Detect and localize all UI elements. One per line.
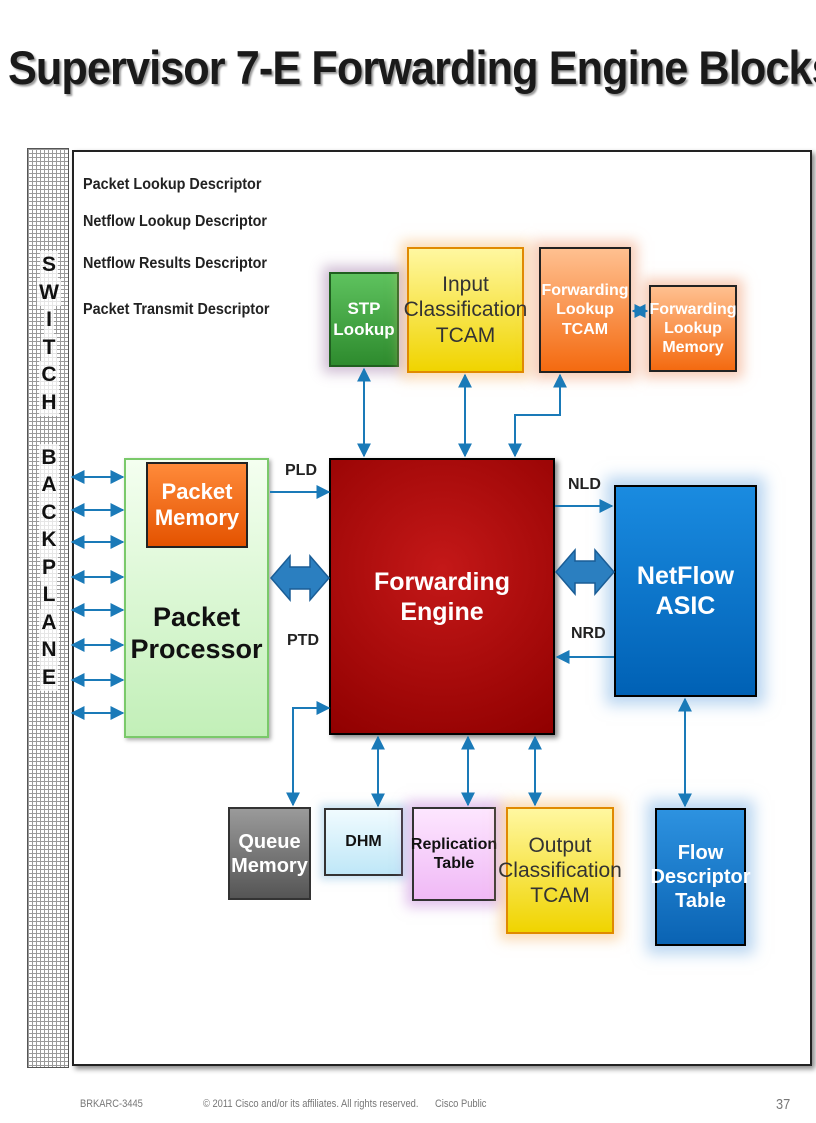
block-label-line: Replication <box>410 835 498 853</box>
block-label-line: Processor <box>130 634 263 664</box>
legend-packet-transmit: Packet Transmit Descriptor <box>83 301 270 318</box>
block-label-line: Table <box>433 855 475 872</box>
block-label-line: Lookup <box>333 319 395 339</box>
pld-label: PLD <box>285 462 317 479</box>
block-label-line: NetFlow ASIC <box>636 562 735 620</box>
nld-label: NLD <box>568 476 601 493</box>
backplane-letter: I <box>44 306 54 334</box>
block-label-line: Queue <box>238 830 301 853</box>
block-label-line: Forwarding <box>541 282 629 300</box>
backplane-letter: A <box>39 471 59 499</box>
backplane-letter: H <box>39 388 59 416</box>
backplane-letter: L <box>40 581 58 609</box>
ptd-label: PTD <box>287 632 319 649</box>
netflow-asic-block: NetFlow ASIC <box>614 485 757 697</box>
fe-netflow-bus-arrow <box>555 547 615 597</box>
block-label-line: Memory <box>662 339 724 357</box>
block-label-line: Memory <box>231 854 308 877</box>
block-label-line: TCAM <box>561 320 609 338</box>
footer-copyright: © 2011 Cisco and/or its affiliates. All … <box>203 1098 419 1110</box>
block-label-line: Descriptor <box>650 866 751 888</box>
backplane-letter: S <box>39 251 58 279</box>
block-label-line: Classification <box>498 858 622 882</box>
dhm-block: DHM <box>324 808 403 876</box>
legend-netflow-lookup: Netflow Lookup Descriptor <box>83 213 268 230</box>
backplane-letter: T <box>40 333 58 361</box>
footer-classification: Cisco Public <box>435 1098 487 1110</box>
backplane-letter: C <box>39 498 59 526</box>
nrd-label: NRD <box>571 625 606 642</box>
backplane-letter: W <box>37 278 61 306</box>
block-label-line: Packet <box>161 478 233 504</box>
backplane-letter: P <box>39 553 58 581</box>
backplane-letter: N <box>39 636 59 664</box>
legend-netflow-results: Netflow Results Descriptor <box>83 255 268 272</box>
legend-packet-lookup: Packet Lookup Descriptor <box>83 176 262 193</box>
block-label-line: TCAM <box>435 323 496 347</box>
page-title: Supervisor 7-E Forwarding Engine Blocks <box>8 41 816 94</box>
block-label-line: DHM <box>345 833 382 851</box>
backplane-letter: E <box>39 663 58 691</box>
backplane-letter: B <box>39 443 59 471</box>
block-label-line: Table <box>675 890 726 912</box>
block-label-line: Input <box>442 273 489 297</box>
forwarding-engine-block: Forwarding Engine <box>329 458 555 735</box>
backplane-letter: C <box>39 361 59 389</box>
block-label-line: Classification <box>403 298 528 322</box>
footer-session-code: BRKARC-3445 <box>80 1098 143 1110</box>
block-label-line: Packet <box>152 601 241 632</box>
block-label-line: STP <box>347 299 381 319</box>
block-label-line: Forwarding <box>649 300 737 318</box>
block-label-line: Output <box>528 833 592 857</box>
block-label-line: Lookup <box>556 301 614 319</box>
backplane-letter: K <box>39 526 59 554</box>
page-number: 37 <box>776 1096 791 1113</box>
block-label-line: Lookup <box>664 319 722 337</box>
block-label-line: Memory <box>154 505 240 530</box>
block-label-line: Flow <box>677 842 724 864</box>
block-label-line: Forwarding Engine <box>373 567 511 626</box>
block-label-line: TCAM <box>530 884 590 908</box>
pp-fe-bus-arrow <box>270 553 330 603</box>
backplane-letter: A <box>39 608 59 636</box>
